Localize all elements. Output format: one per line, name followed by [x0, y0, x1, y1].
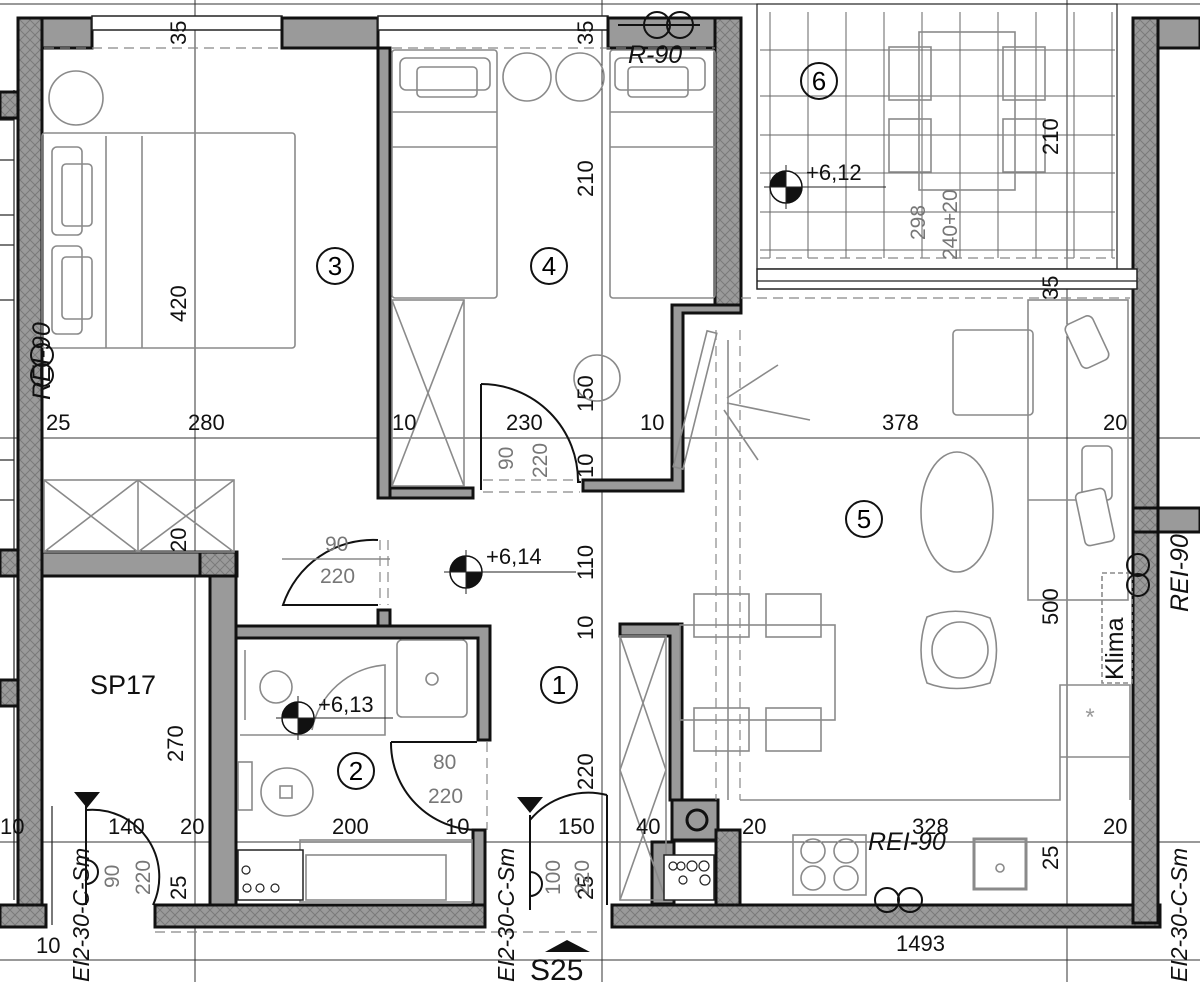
- dim-row2-10: 10: [0, 814, 25, 839]
- dim-row1-20: 20: [1103, 410, 1128, 435]
- room-number-2: 2: [337, 752, 375, 790]
- level-markers: [276, 165, 886, 740]
- door-entry-width: 100: [542, 859, 565, 895]
- door-bed3-height: 220: [320, 565, 356, 588]
- level-terrace: +6,12: [806, 160, 862, 185]
- dim-row2-140: 140: [108, 814, 145, 839]
- dim-terrace-35: 35: [1038, 275, 1063, 300]
- dim-bottom-25-c: 25: [1038, 845, 1063, 870]
- dim-row2-20a: 20: [180, 814, 205, 839]
- bedroom-4-furniture: [391, 47, 716, 493]
- dim-bed4-length: 210: [573, 160, 598, 197]
- dim-v10-b: 10: [573, 615, 598, 640]
- fire-rating-left: REI-90: [28, 322, 56, 400]
- dim-v150: 150: [573, 375, 598, 412]
- dim-row1-280: 280: [188, 410, 225, 435]
- bathroom-fixtures: [237, 639, 488, 903]
- room-number-3: 3: [316, 247, 354, 285]
- entry-doors: [51, 791, 608, 952]
- room-number-6: 6: [800, 62, 838, 100]
- section-marker: S25: [530, 954, 584, 987]
- dim-bed3-length: 420: [166, 285, 191, 322]
- living-room-furniture: *: [619, 297, 1133, 901]
- dim-row2-328: 328: [912, 814, 949, 839]
- dim-v500: 500: [1038, 588, 1063, 625]
- door-fire-label-right: EI2-30-C-Sm: [1166, 847, 1192, 982]
- storage-label: SP17: [90, 670, 157, 700]
- dim-bottom-25-a: 25: [166, 875, 191, 900]
- dim-v10-a: 10: [573, 453, 598, 478]
- dim-row1-378: 378: [882, 410, 919, 435]
- dim-row1-10a: 10: [392, 410, 417, 435]
- dim-v110: 110: [573, 544, 598, 580]
- adjacent-unit-left: [0, 90, 20, 900]
- dim-terrace-298: 298: [907, 204, 930, 240]
- climate-unit-label: Klima: [1101, 617, 1129, 680]
- door-bath-width: 80: [433, 751, 457, 774]
- fire-rating-bottom: REI-90: [868, 828, 946, 856]
- door-storage-height: 220: [132, 859, 155, 895]
- dim-row1-230: 230: [506, 410, 543, 435]
- dim-row2-20b: 20: [742, 814, 767, 839]
- door-fire-label-center: EI2-30-C-Sm: [493, 847, 519, 982]
- dim-v220: 220: [573, 753, 598, 790]
- dim-terrace-depth: 210: [1038, 118, 1063, 155]
- dim-row1-25: 25: [46, 410, 71, 435]
- dim-terrace-240: 240+20: [939, 189, 962, 260]
- door-entry-height: 220: [571, 859, 594, 895]
- door-bath-height: 220: [428, 785, 464, 808]
- room-number-1: 1: [540, 666, 578, 704]
- room-number-4: 4: [530, 247, 568, 285]
- dim-top-35-a: 35: [166, 20, 191, 45]
- door-bed3-width: 90: [325, 533, 349, 556]
- walls: [0, 15, 1200, 929]
- door-fire-label-left: EI2-30-C-Sm: [68, 847, 94, 982]
- dim-top-35-b: 35: [573, 20, 598, 45]
- dim-row2-200: 200: [332, 814, 369, 839]
- terrace-tiles: [756, 3, 1138, 290]
- dim-row2-40: 40: [636, 814, 661, 839]
- dim-row2-20c: 20: [1103, 814, 1128, 839]
- level-hall: +6,14: [486, 544, 542, 569]
- dim-row1-10b: 10: [640, 410, 665, 435]
- level-bath: +6,13: [318, 692, 374, 717]
- dim-total-width: 1493: [896, 931, 945, 956]
- dim-row2-150: 150: [558, 814, 595, 839]
- bedroom-3-furniture: [41, 47, 390, 606]
- fire-symbols: [30, 11, 1150, 913]
- dim-v20-left: 20: [166, 527, 191, 552]
- dim-storage-270: 270: [163, 725, 188, 762]
- door-bed4-height: 220: [529, 442, 552, 478]
- door-storage-width: 90: [101, 864, 124, 888]
- dim-bottom-10: 10: [36, 933, 61, 958]
- dim-row2-10b: 10: [445, 814, 470, 839]
- room-number-5: 5: [845, 500, 883, 538]
- svg-text:*: *: [1085, 704, 1094, 731]
- fire-rating-right: REI-90: [1166, 534, 1194, 612]
- fire-rating-top: R-90: [628, 41, 683, 69]
- door-bed4-width: 90: [495, 446, 518, 470]
